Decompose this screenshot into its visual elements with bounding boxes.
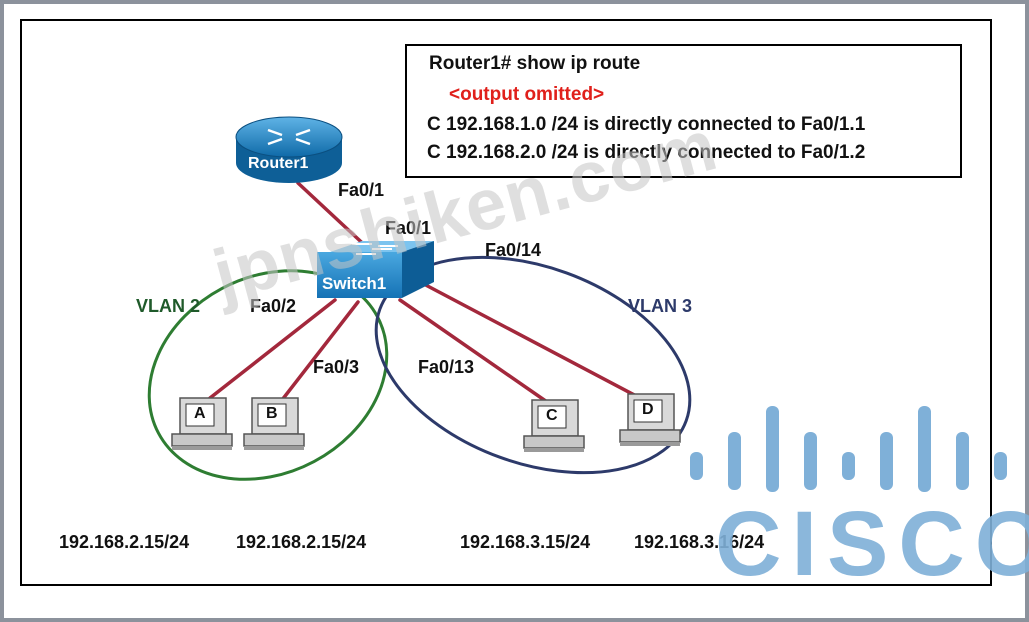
pc-c-icon bbox=[523, 399, 585, 452]
pc-a-icon bbox=[171, 397, 233, 450]
link-switch-pc-c bbox=[398, 298, 552, 406]
port-fa0-2: Fa0/2 bbox=[250, 296, 297, 316]
vlan3-label: VLAN 3 bbox=[628, 296, 693, 316]
vlan2-label: VLAN 2 bbox=[136, 296, 201, 316]
route-line-2: C 192.168.2.0 /24 is directly connected … bbox=[427, 142, 866, 163]
link-switch-pc-b bbox=[280, 300, 360, 402]
ip-pc-c: 192.168.3.15/24 bbox=[460, 532, 591, 552]
port-fa0-14: Fa0/14 bbox=[485, 240, 542, 260]
switch-label: Switch1 bbox=[322, 274, 387, 293]
ip-pc-b: 192.168.2.15/24 bbox=[236, 532, 367, 552]
router-label: Router1 bbox=[248, 155, 309, 172]
router-icon bbox=[235, 116, 343, 183]
link-router-switch bbox=[296, 181, 374, 254]
port-fa0-13: Fa0/13 bbox=[418, 357, 475, 377]
switch-icon bbox=[317, 241, 434, 298]
link-switch-pc-a bbox=[208, 298, 337, 400]
pc-b-label: B bbox=[266, 405, 278, 422]
port-router-fa0-1: Fa0/1 bbox=[338, 180, 385, 200]
cisco-logo-text: CISCO bbox=[715, 493, 1029, 595]
route-omitted: <output omitted> bbox=[449, 84, 605, 105]
link-switch-pc-d bbox=[418, 280, 642, 400]
route-line-1: C 192.168.1.0 /24 is directly connected … bbox=[427, 114, 866, 135]
ip-pc-d: 192.168.3.16/24 bbox=[634, 532, 765, 552]
cisco-logo-bars bbox=[690, 406, 1007, 492]
ip-pc-a: 192.168.2.15/24 bbox=[59, 532, 190, 552]
route-output-box: Router1# show ip route <output omitted> … bbox=[405, 44, 962, 178]
pc-d-label: D bbox=[642, 401, 654, 418]
pc-c-label: C bbox=[546, 407, 558, 424]
vlan3-ellipse bbox=[374, 255, 692, 475]
port-switch-fa0-1: Fa0/1 bbox=[385, 218, 432, 238]
links bbox=[208, 181, 642, 406]
port-fa0-3: Fa0/3 bbox=[313, 357, 360, 377]
pc-b-icon bbox=[243, 397, 305, 450]
pc-d-icon bbox=[619, 393, 681, 446]
pc-a-label: A bbox=[194, 405, 206, 422]
route-command: Router1# show ip route bbox=[429, 53, 641, 74]
